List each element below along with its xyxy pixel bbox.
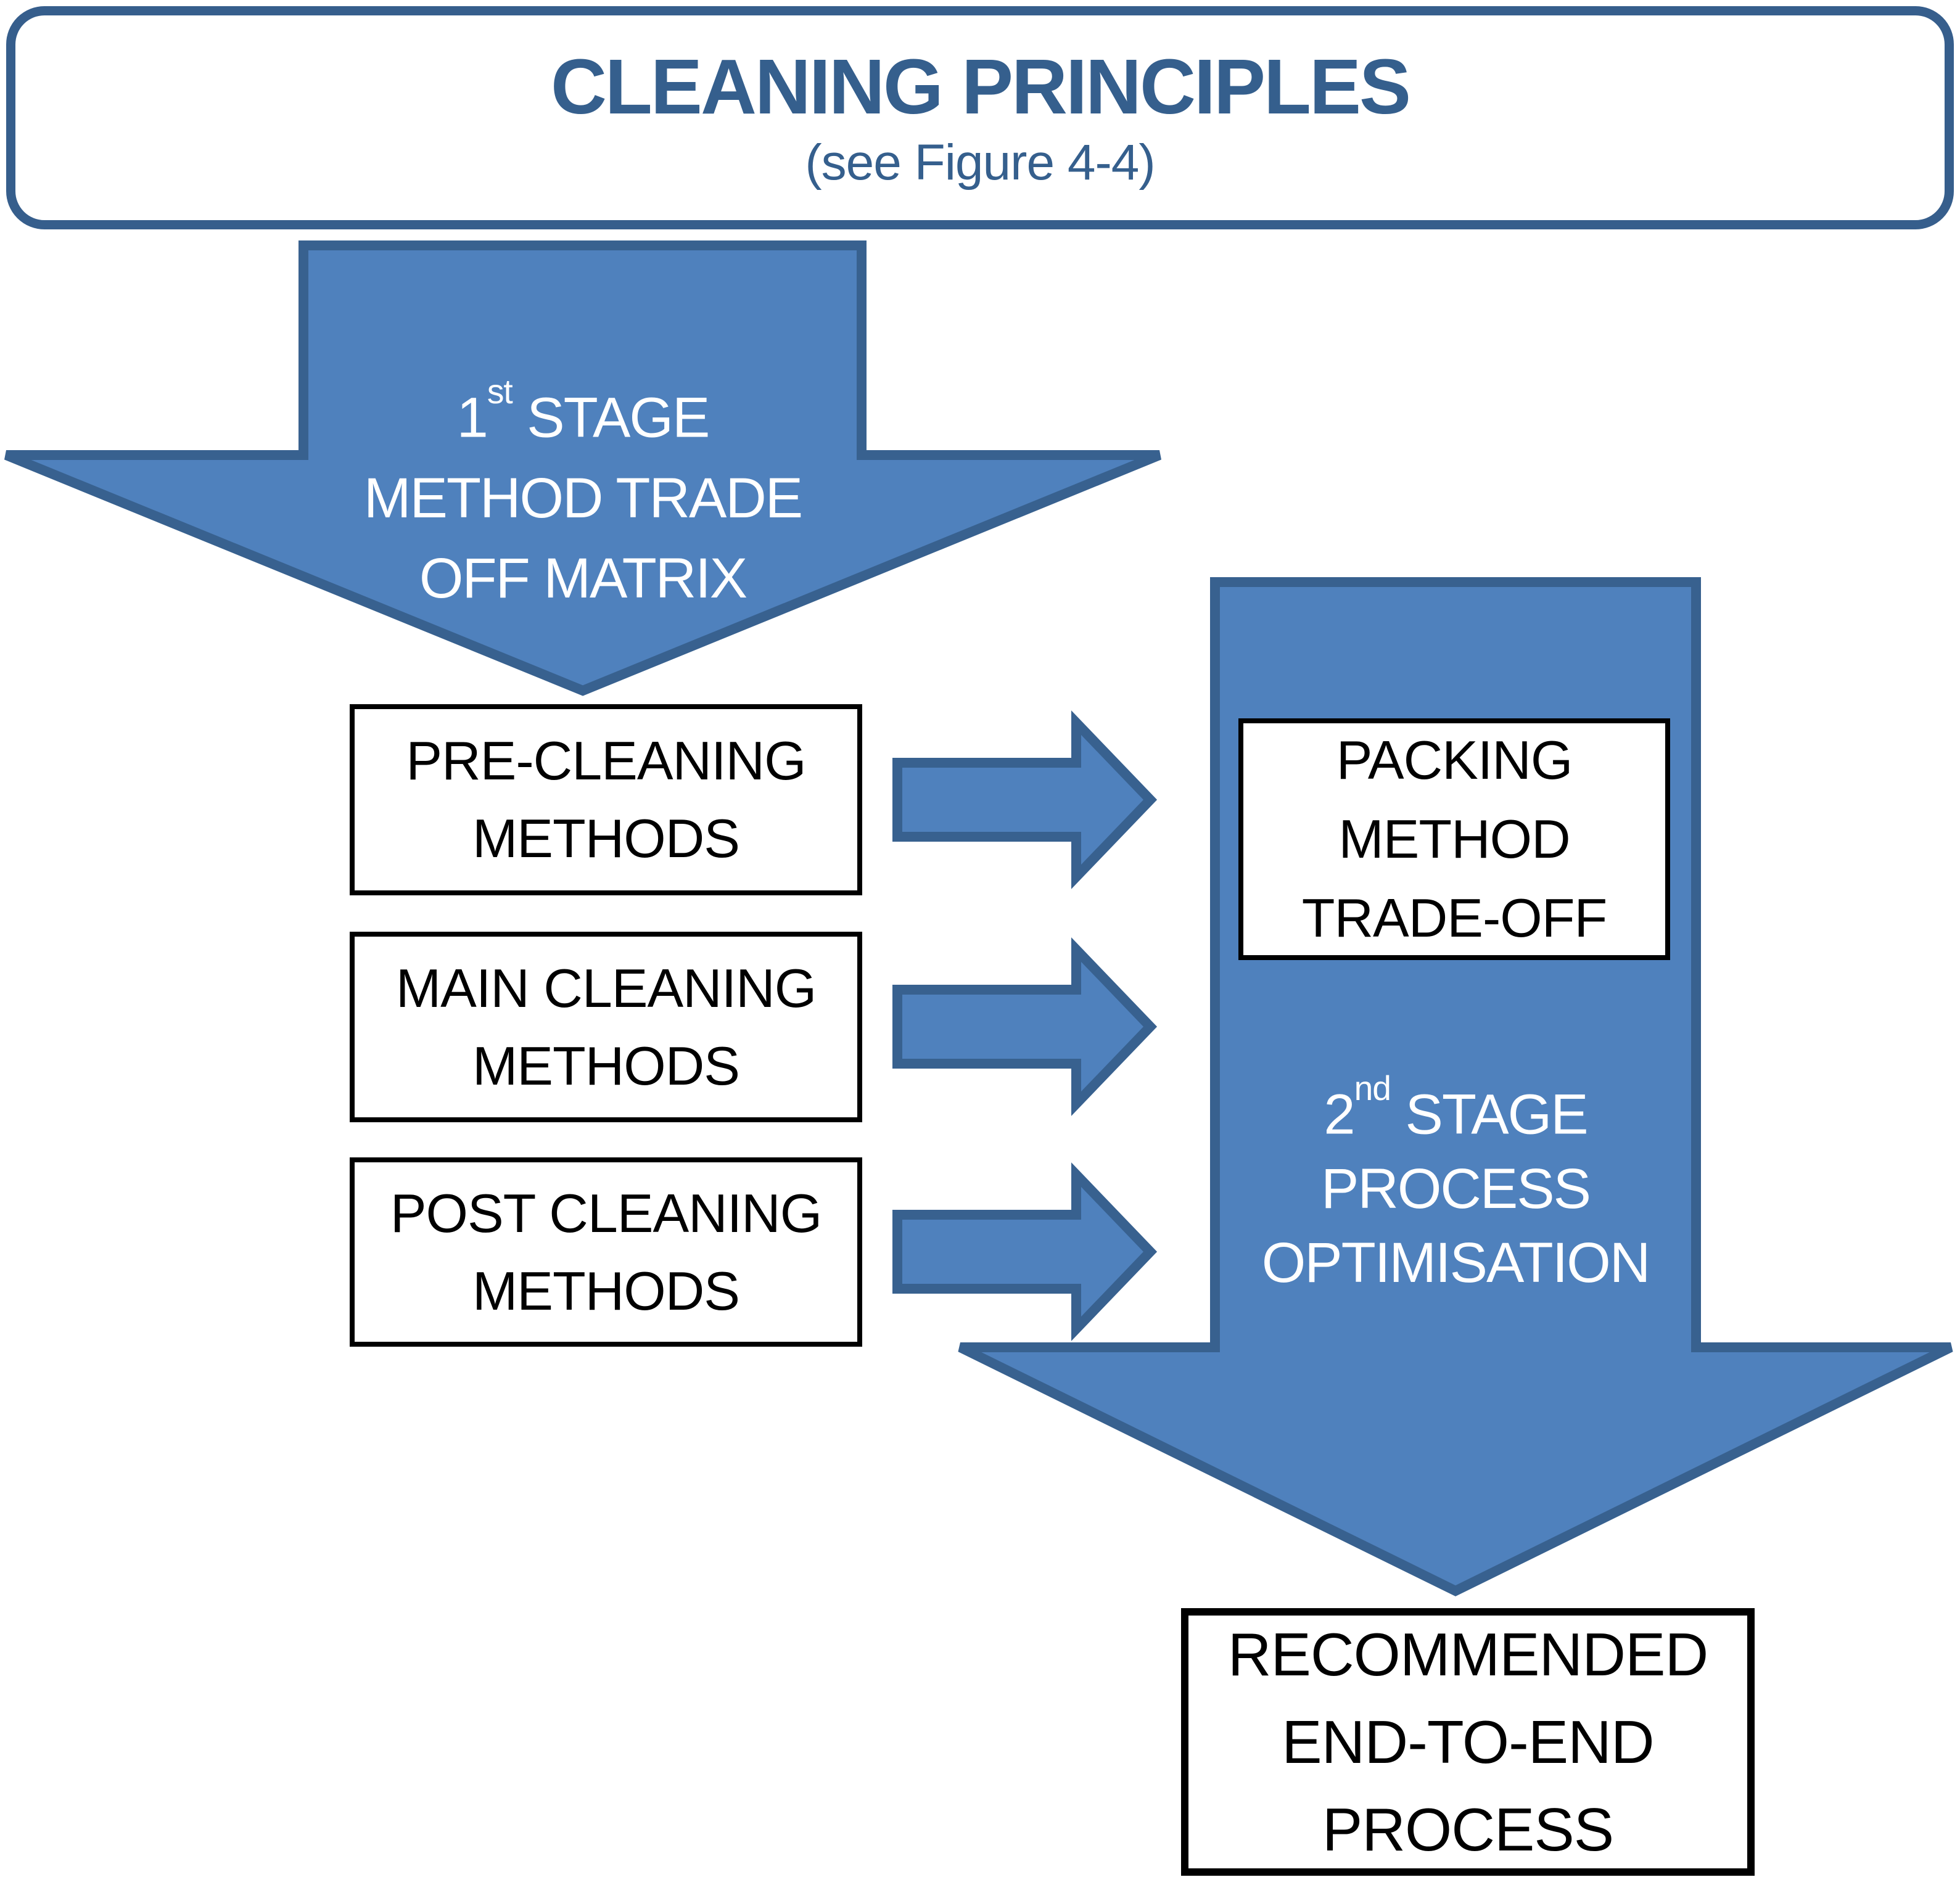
stage2-arrow-label: 2nd STAGE PROCESS OPTIMISATION xyxy=(1215,1066,1696,1300)
main-cleaning-line2: METHODS xyxy=(472,1035,740,1096)
main-cleaning-line1: MAIN CLEANING xyxy=(395,957,817,1019)
recommended-line3: PROCESS xyxy=(1322,1796,1614,1863)
stage2-line1-text: STAGE xyxy=(1390,1083,1589,1146)
page-subtitle: (see Figure 4-4) xyxy=(805,134,1155,191)
stage1-ordinal-number: 1 xyxy=(456,386,488,450)
main-cleaning-methods-box: MAIN CLEANING METHODS xyxy=(350,932,862,1122)
stage1-ordinal-suffix: st xyxy=(487,372,513,411)
recommended-end-to-end-process-box: RECOMMENDED END-TO-END PROCESS xyxy=(1181,1608,1755,1876)
stage1-arrow-line3: OFF MATRIX xyxy=(419,546,747,610)
post-cleaning-line1: POST CLEANING xyxy=(390,1182,822,1244)
stage2-arrow-line2: PROCESS xyxy=(1321,1157,1591,1220)
pre-cleaning-line2: METHODS xyxy=(472,808,740,869)
flow-right-arrow-pre-icon xyxy=(892,710,1158,889)
flow-right-arrow-main-icon xyxy=(892,937,1158,1116)
recommended-line2: END-TO-END xyxy=(1282,1708,1654,1776)
title-box: CLEANING PRINCIPLES (see Figure 4-4) xyxy=(6,6,1954,229)
packing-line1: PACKING xyxy=(1336,729,1573,791)
pre-cleaning-methods-box: PRE-CLEANING METHODS xyxy=(350,704,862,895)
stage2-arrow-line1: 2nd STAGE xyxy=(1215,1066,1696,1152)
packing-line3: TRADE-OFF xyxy=(1301,887,1608,948)
page-title: CLEANING PRINCIPLES xyxy=(550,43,1411,130)
flow-right-arrow-post-icon xyxy=(892,1162,1158,1341)
stage2-ordinal-number: 2 xyxy=(1324,1083,1355,1146)
stage1-arrow-label: 1st STAGE METHOD TRADE OFF MATRIX xyxy=(154,366,1011,618)
stage1-arrow-line2: METHOD TRADE xyxy=(363,466,803,530)
stage2-arrow-line3: OPTIMISATION xyxy=(1261,1231,1651,1294)
recommended-line1: RECOMMENDED xyxy=(1227,1620,1708,1688)
post-cleaning-line2: METHODS xyxy=(472,1260,740,1321)
packing-method-tradeoff-box: PACKING METHOD TRADE-OFF xyxy=(1238,718,1670,960)
packing-line2: METHOD xyxy=(1338,808,1570,869)
stage1-down-arrow-icon xyxy=(4,240,1162,696)
stage2-down-arrow-icon xyxy=(958,577,1953,1596)
stage1-line1-text: STAGE xyxy=(512,386,710,450)
stage1-arrow-line1: 1st STAGE xyxy=(154,366,1011,458)
stage2-ordinal-suffix: nd xyxy=(1354,1069,1391,1107)
post-cleaning-methods-box: POST CLEANING METHODS xyxy=(350,1157,862,1347)
pre-cleaning-line1: PRE-CLEANING xyxy=(406,730,806,791)
